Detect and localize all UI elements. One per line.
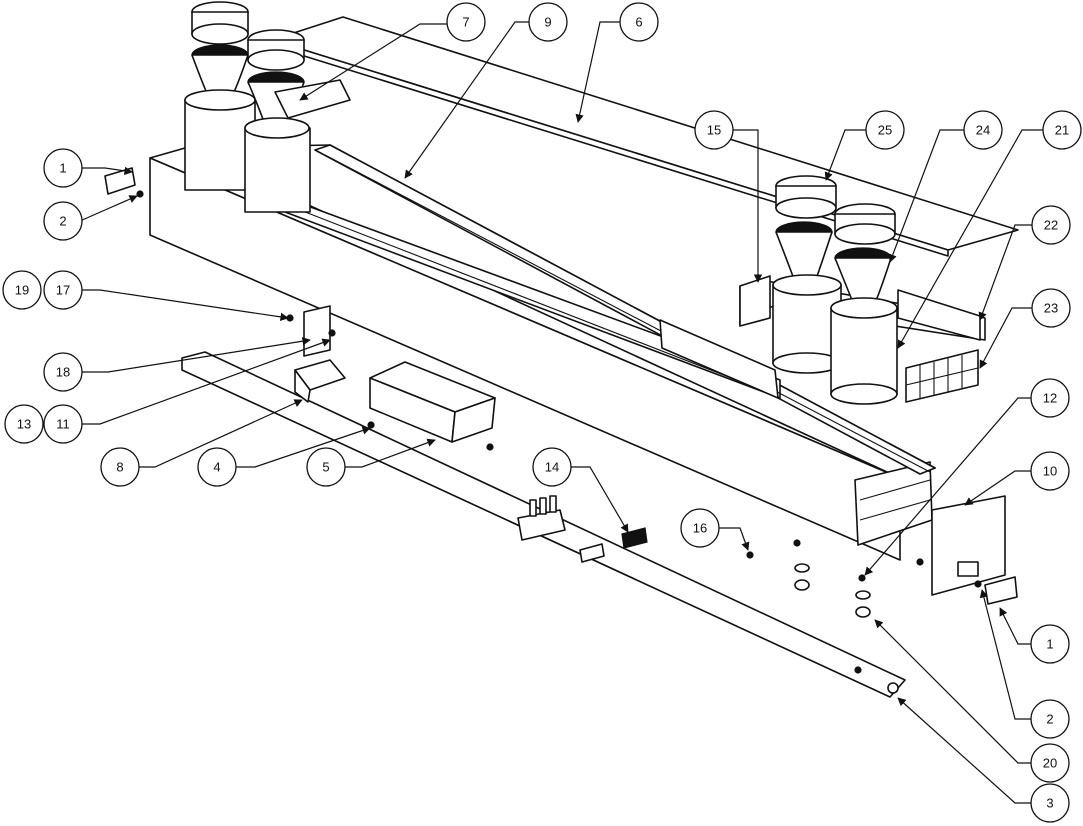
ballast <box>369 361 496 443</box>
callout-label: 14 <box>545 460 559 475</box>
callout-label: 1 <box>59 161 66 176</box>
callout-c13: 13 <box>4 404 44 444</box>
callout-c16: 16 <box>680 508 720 548</box>
callout-label: 15 <box>707 123 721 138</box>
callout-c11: 11 <box>43 404 83 444</box>
callout-label: 10 <box>1043 464 1057 479</box>
callout-label: 5 <box>322 460 329 475</box>
callout-c9: 9 <box>528 2 568 42</box>
callout-label: 23 <box>1044 301 1058 316</box>
callout-label: 17 <box>56 283 70 298</box>
callout-label: 4 <box>213 460 220 475</box>
callout-c23: 23 <box>1031 288 1071 328</box>
internal-rails <box>284 144 936 475</box>
callout-c21: 21 <box>1042 110 1082 150</box>
callout-c4: 4 <box>197 447 237 487</box>
leader-lines <box>79 21 1044 804</box>
callout-c14: 14 <box>532 447 572 487</box>
callout-c25: 25 <box>865 110 905 150</box>
callout-label: 16 <box>693 521 707 536</box>
callout-c10: 10 <box>1030 451 1070 491</box>
callout-c2a: 2 <box>43 201 83 241</box>
right-lamp-sockets <box>772 175 898 405</box>
callout-c24: 24 <box>963 110 1003 150</box>
callout-label: 18 <box>56 365 70 380</box>
callout-c18: 18 <box>43 352 83 392</box>
callout-label: 19 <box>15 283 29 298</box>
callout-label: 1 <box>1046 637 1053 652</box>
callout-c20: 20 <box>1030 743 1070 783</box>
callout-label: 7 <box>462 15 469 30</box>
callout-c8: 8 <box>100 447 140 487</box>
callout-c15: 15 <box>694 110 734 150</box>
callout-c22: 22 <box>1031 205 1071 245</box>
callout-label: 2 <box>1046 712 1053 727</box>
parts-layer <box>104 1 1019 698</box>
callout-c1a: 1 <box>43 148 83 188</box>
terminal-block <box>517 495 648 563</box>
callout-c7: 7 <box>446 2 486 42</box>
callout-label: 13 <box>17 417 31 432</box>
callout-label: 24 <box>976 123 990 138</box>
callout-label: 25 <box>878 123 892 138</box>
callout-label: 2 <box>59 214 66 229</box>
callout-label: 12 <box>1043 391 1057 406</box>
callout-label: 11 <box>56 417 70 432</box>
end-clips <box>104 167 1018 605</box>
callout-c17: 17 <box>43 270 83 310</box>
callout-c2b: 2 <box>1030 699 1070 739</box>
callout-label: 6 <box>635 15 642 30</box>
callout-label: 20 <box>1043 756 1057 771</box>
callout-label: 9 <box>544 15 551 30</box>
callout-label: 21 <box>1055 123 1069 138</box>
fasteners <box>367 421 924 618</box>
left-lamp-sockets <box>184 1 351 213</box>
grille <box>905 349 979 403</box>
callout-c5: 5 <box>306 447 346 487</box>
callout-label: 8 <box>116 460 123 475</box>
callout-c12: 12 <box>1030 378 1070 418</box>
end-cap-plate <box>931 495 1006 596</box>
callout-c19: 19 <box>2 270 42 310</box>
callout-label: 3 <box>1046 796 1053 811</box>
callout-c3: 3 <box>1030 783 1070 823</box>
ignitor-module <box>286 305 346 403</box>
callout-c1b: 1 <box>1030 624 1070 664</box>
callout-c6: 6 <box>619 2 659 42</box>
callout-label: 22 <box>1044 218 1058 233</box>
